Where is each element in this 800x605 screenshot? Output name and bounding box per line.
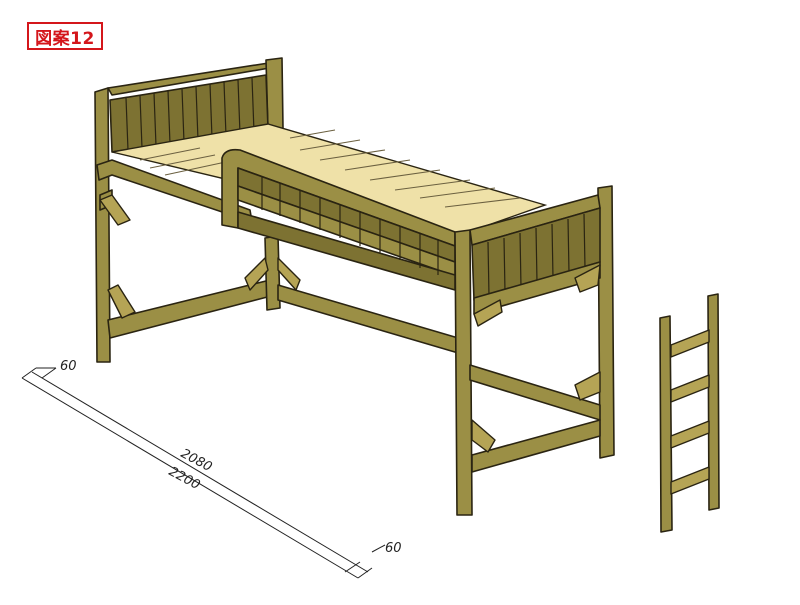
front-right-post — [597, 185, 615, 459]
ladder-rung-1 — [670, 329, 710, 358]
drawing-number-label: 図案12 — [35, 28, 95, 49]
footboard-lower-rail — [473, 261, 601, 315]
side-bottom-rail — [469, 364, 601, 421]
front-left-post — [454, 229, 473, 516]
guard-rail-balusters — [261, 177, 439, 275]
front-right-lower-brace — [574, 371, 601, 401]
footboard — [454, 185, 615, 516]
dim-tick-right-2 — [357, 567, 373, 579]
footboard-left-brace — [473, 299, 503, 327]
ladder-rung-2 — [670, 374, 710, 403]
front-bottom-long-rail — [277, 284, 466, 356]
back-side-frame — [96, 159, 276, 339]
front-left-lower-brace — [471, 419, 496, 453]
ladder — [659, 293, 720, 533]
footboard-slats — [487, 213, 586, 297]
dim-tick-left-2 — [41, 367, 57, 379]
dim-right-post-label: 60 — [385, 541, 402, 556]
dim-tick-left — [21, 367, 37, 379]
dim-right-leader — [371, 544, 386, 553]
deck-slats — [139, 129, 521, 208]
dim-line-main — [21, 377, 359, 579]
dim-tick-right — [344, 561, 361, 573]
middle-left-brace — [244, 257, 269, 291]
ladder-left-rail — [659, 315, 673, 533]
back-left-post — [94, 87, 111, 363]
ladder-rung-3 — [670, 420, 710, 449]
front-lower-frame — [469, 364, 601, 473]
ladder-rung-4 — [670, 466, 710, 495]
ladder-right-rail — [707, 293, 720, 511]
dim-line-inner — [31, 371, 369, 573]
back-left-lower-brace — [107, 284, 136, 319]
dimension-annotations: 60 2080 2200 60 — [21, 359, 402, 579]
drawing-number-badge: 図案12 — [27, 22, 103, 50]
front-bottom-rail — [471, 419, 601, 473]
back-right-post-top — [265, 57, 284, 131]
footboard-right-brace — [574, 264, 601, 293]
back-left-diagonal — [99, 194, 131, 226]
middle-back-post-group — [244, 235, 301, 311]
guard-rail — [221, 148, 456, 291]
headboard-slats — [125, 77, 255, 151]
dim-left-post-label: 60 — [60, 359, 77, 374]
